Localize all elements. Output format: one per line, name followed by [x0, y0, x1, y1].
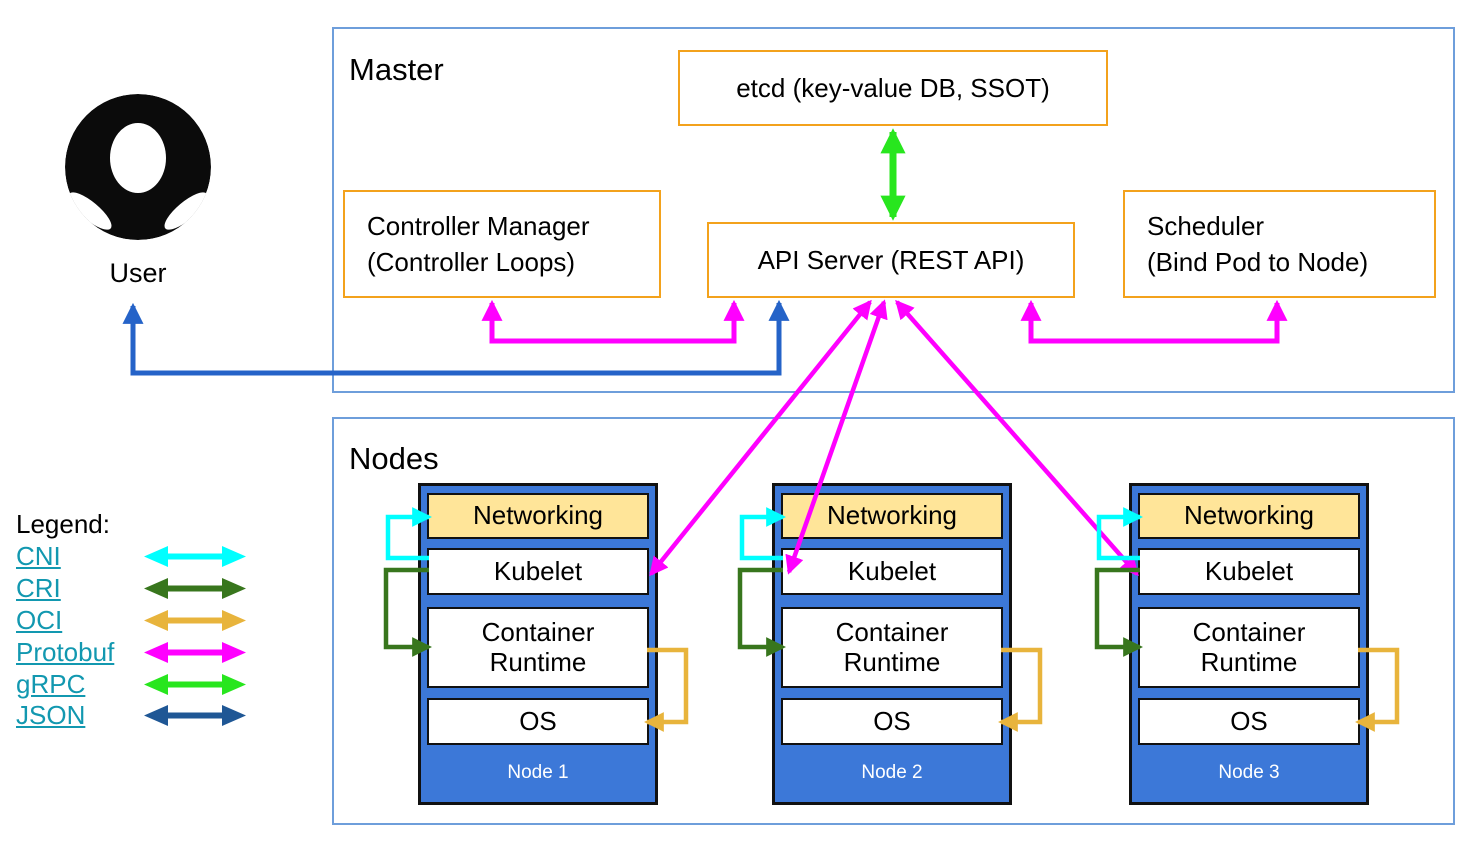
node1-container-runtime-cell: Container Runtime: [427, 607, 649, 688]
scheduler-line1: Scheduler: [1147, 211, 1265, 241]
nodes-section-box: [332, 417, 1455, 825]
legend-link-protobuf[interactable]: Protobuf: [16, 636, 115, 667]
legend-arrow-json: [144, 705, 246, 727]
master-title: Master: [349, 52, 444, 87]
legend-row: CRI: [16, 573, 247, 605]
controller-manager-box: Controller Manager (Controller Loops): [343, 190, 661, 298]
node1-kubelet-cell: Kubelet: [427, 548, 649, 595]
controller-manager-line2: (Controller Loops): [367, 247, 576, 277]
legend-link-cni[interactable]: CNI: [16, 541, 61, 572]
legend-arrow-protobuf: [144, 641, 246, 663]
node-3: Networking Kubelet Container Runtime OS …: [1129, 483, 1369, 805]
node2-kubelet-cell: Kubelet: [781, 548, 1003, 595]
legend-arrow-oci: [144, 609, 246, 631]
node3-networking-cell: Networking: [1138, 493, 1360, 539]
legend-arrow-cni: [144, 546, 246, 568]
node3-container-runtime-cell: Container Runtime: [1138, 607, 1360, 688]
node3-os-cell: OS: [1138, 698, 1360, 745]
legend-row: CNI: [16, 541, 247, 573]
legend-link-json[interactable]: JSON: [16, 700, 86, 731]
controller-manager-line1: Controller Manager: [367, 211, 590, 241]
node1-os-cell: OS: [427, 698, 649, 745]
node1-networking-cell: Networking: [427, 493, 649, 539]
master-section-box: [332, 27, 1455, 393]
legend-row: Protobuf: [16, 636, 247, 668]
node2-label: Node 2: [861, 762, 923, 783]
legend-row: OCI: [16, 605, 247, 637]
node3-label: Node 3: [1218, 762, 1280, 783]
legend-arrow-cri: [144, 578, 246, 600]
nodes-title: Nodes: [349, 441, 439, 476]
node2-container-runtime-cell: Container Runtime: [781, 607, 1003, 688]
node2-os-cell: OS: [781, 698, 1003, 745]
legend-arrow-grpc: [144, 673, 246, 695]
legend-title: Legend:: [16, 509, 110, 539]
legend: Legend: CNI CRI OCI: [16, 509, 247, 732]
etcd-box: etcd (key-value DB, SSOT): [678, 50, 1108, 126]
node3-kubelet-cell: Kubelet: [1138, 548, 1360, 595]
api-server-label: API Server (REST API): [757, 245, 1025, 275]
scheduler-line2: (Bind Pod to Node): [1147, 247, 1369, 277]
user-label: User: [109, 258, 167, 288]
user-icon: [65, 94, 211, 240]
scheduler-box: Scheduler (Bind Pod to Node): [1123, 190, 1436, 298]
legend-link-oci[interactable]: OCI: [16, 604, 63, 635]
legend-row: gRPC: [16, 668, 247, 700]
etcd-label: etcd (key-value DB, SSOT): [736, 73, 1050, 103]
legend-link-grpc[interactable]: gRPC: [16, 668, 86, 699]
node1-label: Node 1: [507, 762, 569, 783]
legend-link-cri[interactable]: CRI: [16, 573, 61, 604]
api-server-box: API Server (REST API): [707, 222, 1075, 298]
node2-networking-cell: Networking: [781, 493, 1003, 539]
node-1: Networking Kubelet Container Runtime OS …: [418, 483, 658, 805]
node-2: Networking Kubelet Container Runtime OS …: [772, 483, 1012, 805]
legend-row: JSON: [16, 700, 247, 732]
